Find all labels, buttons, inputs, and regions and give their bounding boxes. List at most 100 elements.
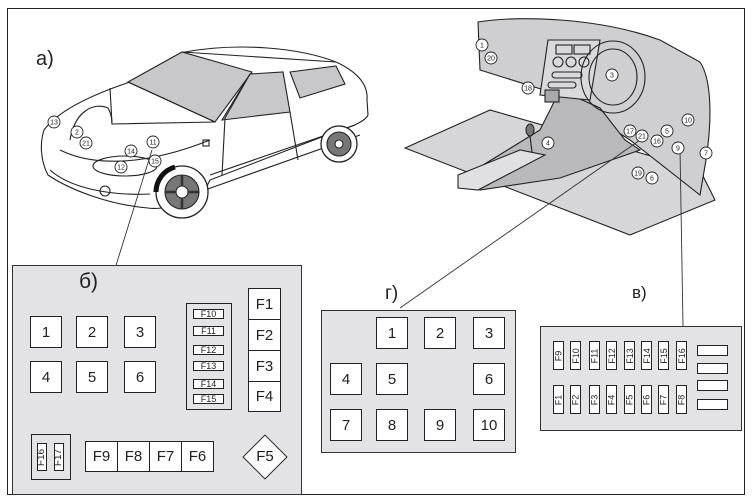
svg-text:3: 3 xyxy=(610,73,614,80)
cabin-fuse-f14[interactable]: F14 xyxy=(641,341,652,370)
car-callouts: 13 221 11 14 12 15 xyxy=(47,115,162,174)
fuse-f16[interactable]: F16 xyxy=(37,443,48,471)
engine-fuse-box: б) 1 2 3 4 5 6 F10 F11 F12 F13 F14 F15 F… xyxy=(12,265,302,495)
svg-text:9: 9 xyxy=(676,146,680,153)
svg-text:5: 5 xyxy=(665,129,669,136)
dash-callout-5: 5 xyxy=(660,124,674,138)
dash-callout-4: 4 xyxy=(541,136,555,150)
cabin-fuse-f11[interactable]: F11 xyxy=(589,341,600,370)
car-callout-13: 13 xyxy=(47,115,61,129)
fuse-f4[interactable]: F4 xyxy=(248,381,281,412)
relay-1[interactable]: 1 xyxy=(30,316,62,348)
dash-callout-21: 21 xyxy=(635,129,649,143)
cabin-relay-10[interactable]: 10 xyxy=(473,409,505,441)
cabin-spare-slot[interactable] xyxy=(697,363,728,374)
car-callout-11: 11 xyxy=(146,135,160,149)
cabin-spare-slot[interactable] xyxy=(697,380,728,391)
relay-5[interactable]: 5 xyxy=(76,361,108,393)
dash-callout-3: 3 xyxy=(605,68,619,82)
svg-text:2: 2 xyxy=(75,130,79,137)
fuse-f6[interactable]: F6 xyxy=(181,441,214,472)
cabin-fuse-f1[interactable]: F1 xyxy=(553,385,564,414)
leader-lines xyxy=(112,139,684,327)
label-engine-box: б) xyxy=(79,270,99,293)
cabin-relay-box: 1 2 3 4 5 6 7 8 9 10 xyxy=(321,310,516,453)
fuse-f17[interactable]: F17 xyxy=(54,443,65,471)
cabin-spare-slot[interactable] xyxy=(697,399,728,410)
car-callout-15: 15 xyxy=(148,154,162,168)
cabin-fuse-f15[interactable]: F15 xyxy=(658,341,669,370)
fuse-f7[interactable]: F7 xyxy=(149,441,182,472)
svg-text:19: 19 xyxy=(634,171,642,178)
cabin-fuse-f2[interactable]: F2 xyxy=(570,385,581,414)
svg-text:15: 15 xyxy=(151,159,159,166)
svg-text:4: 4 xyxy=(546,141,550,148)
cabin-relay-3[interactable]: 3 xyxy=(473,317,505,349)
cabin-fuse-f7[interactable]: F7 xyxy=(658,385,669,414)
cabin-spare-slot[interactable] xyxy=(697,345,728,356)
cabin-fuse-f9[interactable]: F9 xyxy=(553,341,564,370)
cabin-relay-8[interactable]: 8 xyxy=(376,409,408,441)
svg-text:12: 12 xyxy=(117,165,125,172)
fuse-f13[interactable]: F13 xyxy=(193,361,224,371)
dash-callout-6: 6 xyxy=(645,171,659,185)
dash-callouts: 120 18 3 4 17 21 16 5 10 9 7 196 xyxy=(475,38,713,185)
fuse-f12[interactable]: F12 xyxy=(193,345,224,355)
dash-callout-7: 7 xyxy=(699,146,713,160)
cabin-fuse-f12[interactable]: F12 xyxy=(606,341,617,370)
fuse-f10[interactable]: F10 xyxy=(193,309,224,319)
car-callout-21: 21 xyxy=(79,136,93,150)
svg-text:18: 18 xyxy=(524,86,532,93)
dash-callout-17: 17 xyxy=(623,124,637,138)
svg-text:7: 7 xyxy=(704,151,708,158)
cabin-fuse-f16[interactable]: F16 xyxy=(676,341,687,370)
fuse-f2[interactable]: F2 xyxy=(248,319,281,351)
cabin-relay-6[interactable]: 6 xyxy=(473,363,505,395)
cabin-fuse-f13[interactable]: F13 xyxy=(624,341,635,370)
relay-3[interactable]: 3 xyxy=(124,316,156,348)
cabin-fuse-f4[interactable]: F4 xyxy=(606,385,617,414)
dash-callout-10: 10 xyxy=(681,113,695,127)
svg-text:21: 21 xyxy=(638,134,646,141)
cabin-relay-5[interactable]: 5 xyxy=(376,363,408,395)
cabin-fuse-f8[interactable]: F8 xyxy=(676,385,687,414)
svg-text:16: 16 xyxy=(653,139,661,146)
fuse-f5-label: F5 xyxy=(256,448,274,465)
side-window-rear xyxy=(289,65,346,99)
car-callout-14: 14 xyxy=(124,144,138,158)
car-illustration xyxy=(40,46,369,219)
fuse-f1[interactable]: F1 xyxy=(248,288,281,320)
dash-callout-20: 20 xyxy=(484,51,498,65)
car-callout-2: 2 xyxy=(70,125,84,139)
label-cabin-relays: г) xyxy=(385,283,399,304)
dash-callout-18: 18 xyxy=(521,81,535,95)
svg-text:17: 17 xyxy=(626,129,634,136)
cabin-relay-2[interactable]: 2 xyxy=(424,317,456,349)
cabin-fuse-f3[interactable]: F3 xyxy=(589,385,600,414)
fuse-f14[interactable]: F14 xyxy=(193,379,224,389)
cabin-relay-1[interactable]: 1 xyxy=(376,317,408,349)
dash-callout-19: 19 xyxy=(631,166,645,180)
mini-fuse-holder: F10 F11 F12 F13 F14 F15 xyxy=(186,303,232,410)
cabin-fuse-f10[interactable]: F10 xyxy=(570,341,581,370)
fuse-f8[interactable]: F8 xyxy=(117,441,150,472)
fuse-f9[interactable]: F9 xyxy=(85,441,118,472)
relay-4[interactable]: 4 xyxy=(30,361,62,393)
relay-2[interactable]: 2 xyxy=(76,316,108,348)
svg-text:13: 13 xyxy=(50,120,58,127)
svg-text:20: 20 xyxy=(487,56,495,63)
fuse-f3[interactable]: F3 xyxy=(248,350,281,382)
relay-6[interactable]: 6 xyxy=(124,361,156,393)
fuse-f11[interactable]: F11 xyxy=(193,326,224,336)
fuse-f15[interactable]: F15 xyxy=(193,394,224,404)
cabin-relay-7[interactable]: 7 xyxy=(330,409,362,441)
cabin-relay-9[interactable]: 9 xyxy=(424,409,456,441)
label-car: а) xyxy=(36,48,54,70)
cabin-fuse-f6[interactable]: F6 xyxy=(641,385,652,414)
cabin-fuse-f5[interactable]: F5 xyxy=(624,385,635,414)
car-callout-12: 12 xyxy=(114,160,128,174)
svg-text:1: 1 xyxy=(480,43,484,50)
svg-text:21: 21 xyxy=(82,141,90,148)
small-fuse-holder: F16 F17 xyxy=(31,434,71,480)
cabin-relay-4[interactable]: 4 xyxy=(330,363,362,395)
